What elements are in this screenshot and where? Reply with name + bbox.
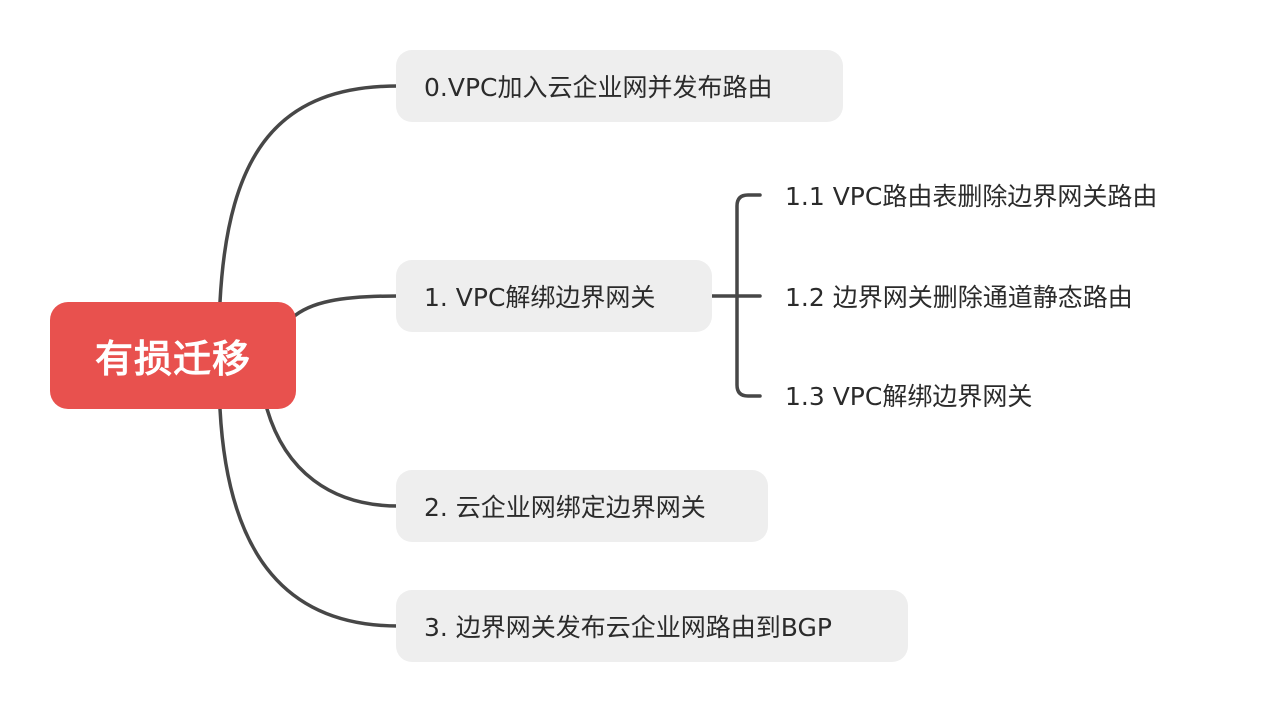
branch-topic-3[interactable]: 3. 边界网关发布云企业网路由到BGP (396, 590, 908, 662)
connector-root-to-branch-3 (218, 407, 400, 628)
branch-topic-0[interactable]: 0.VPC加入云企业网并发布路由 (396, 50, 843, 122)
branch-topic-1[interactable]: 1. VPC解绑边界网关 (396, 260, 712, 332)
subtopic-label: 1.1 VPC路由表删除边界网关路由 (785, 182, 1158, 211)
subtopic-1-1[interactable]: 1.1 VPC路由表删除边界网关路由 (785, 175, 1157, 215)
connector-root-to-branch-2 (265, 407, 400, 508)
branch-topic-label: 3. 边界网关发布云企业网路由到BGP (424, 613, 832, 642)
branch-topic-label: 1. VPC解绑边界网关 (424, 283, 656, 312)
branch-topic-label: 2. 云企业网绑定边界网关 (424, 493, 706, 522)
connector-root-to-branch-1 (290, 294, 400, 320)
branch-topic-2[interactable]: 2. 云企业网绑定边界网关 (396, 470, 768, 542)
subtopic-1-3[interactable]: 1.3 VPC解绑边界网关 (785, 375, 1032, 415)
branch-topic-label: 0.VPC加入云企业网并发布路由 (424, 73, 773, 102)
subtopic-label: 1.2 边界网关删除通道静态路由 (785, 283, 1133, 312)
root-topic-label: 有损迁移 (94, 337, 251, 381)
root-topic[interactable]: 有损迁移 (50, 302, 296, 409)
subtopic-label: 1.3 VPC解绑边界网关 (785, 382, 1033, 411)
subtopic-1-2[interactable]: 1.2 边界网关删除通道静态路由 (785, 276, 1133, 316)
connector-root-to-branch-0 (218, 84, 400, 304)
connector-bracket (735, 193, 762, 398)
